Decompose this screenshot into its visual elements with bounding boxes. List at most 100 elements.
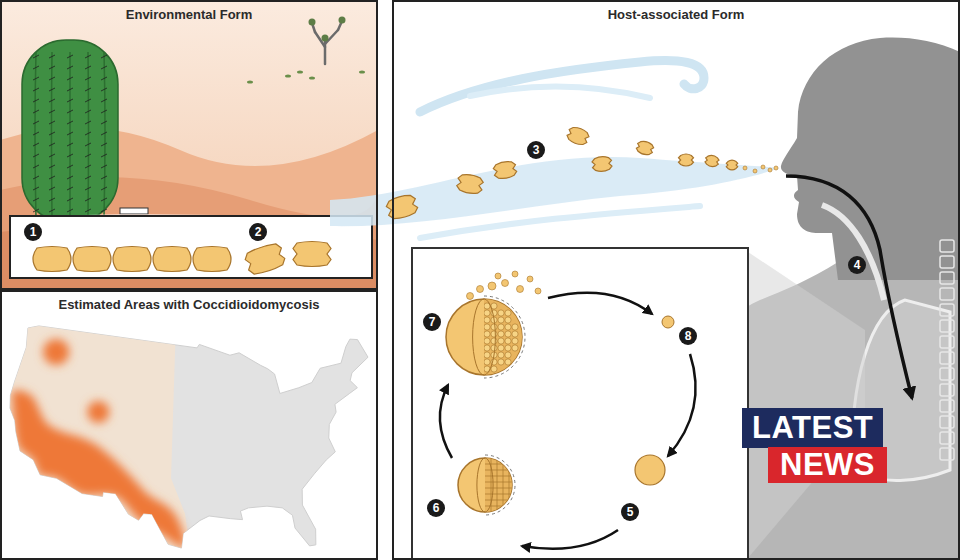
tree-tuft [309,19,316,26]
cactus-spine [49,88,55,91]
shrub [309,76,315,79]
released-endospore [502,280,509,287]
endospore [505,317,511,323]
shrub [359,70,365,73]
vertebra [940,320,954,332]
vertebra [940,432,954,444]
cactus-body [22,40,118,222]
cactus-spine [33,198,39,201]
airborne-spore [492,160,517,180]
panel-heading: Estimated Areas with Coccidioidomycosis [2,292,376,312]
trachea [822,205,884,300]
cactus-spine [67,66,73,69]
cactus-spine [101,209,107,212]
endospore [484,338,490,344]
cactus-ridge [69,52,71,218]
cactus-spine [49,55,55,58]
inset-box [412,248,748,560]
spherule-wall [458,458,512,512]
endospore [491,345,497,351]
compartment-wall [485,464,512,465]
spherule [446,296,525,378]
inset-box [10,216,372,278]
compartment-wall [485,500,512,501]
panel: Environmental Form [0,0,378,290]
compartment-wall [485,470,512,471]
airborne-spore [704,154,719,167]
panel-heading: Environmental Form [2,2,376,22]
endemic-region [12,390,186,548]
removed-half [484,296,525,378]
cactus-spine [101,132,107,135]
cactus-spine [85,165,91,168]
tree-tuft [322,35,329,42]
endospore [484,324,490,330]
sky [0,0,378,290]
cactus-spine [101,88,107,91]
cactus-ridge [87,52,89,218]
cactus-spine [101,99,107,102]
cactus-spine [85,198,91,201]
vertebra [940,256,954,268]
cactus-spine [49,77,55,80]
compartment-wall [485,482,512,483]
cactus-spine [67,143,73,146]
endemic-areas [0,313,192,560]
cactus-spine [101,187,107,190]
cactus-spine [85,187,91,190]
endospore [484,310,490,316]
cactus-spine [33,88,39,91]
endospore [484,345,490,351]
cactus-spine [101,77,107,80]
wind-swirl [420,61,704,112]
zoom-marker [120,208,148,214]
spherule-cut [484,299,522,375]
released-endospore [488,282,496,290]
cactus-spine [85,176,91,179]
endospore [505,338,511,344]
vertebra [940,288,954,300]
cactus-spine [33,66,39,69]
released-endospore [467,293,474,300]
cactus-spine [33,154,39,157]
released-endospore [477,286,484,293]
cactus-spine [85,143,91,146]
cactus-spine [85,121,91,124]
cactus-spine [49,198,55,201]
callout-number: 4 [848,256,866,274]
cactus-spine [49,66,55,69]
endospore [491,338,497,344]
cycle-arrow [440,385,452,458]
endospore [512,324,518,330]
cactus-spine [101,55,107,58]
vertebra [940,304,954,316]
compartment-wall [485,476,512,477]
cactus-spine [67,55,73,58]
cycle-arrow [548,293,652,314]
cactus-spine [33,121,39,124]
cactus-spine [33,209,39,212]
cactus-ridge [104,52,105,218]
shrub [297,70,303,73]
cactus-spine [85,154,91,157]
endospore [498,352,504,358]
orange-areas [12,339,186,548]
airborne-spore [565,125,590,147]
airborne-spore [592,156,613,172]
endospore [505,331,511,337]
shrub [247,80,253,83]
cactus-spine [49,209,55,212]
airborne-spore [385,193,419,221]
cactus-spine [49,176,55,179]
endospore [505,352,511,358]
endospore [498,310,504,316]
cactus-spine [101,66,107,69]
cactus-spine [101,198,107,201]
cactus-spine [33,55,39,58]
light-area [0,313,192,560]
cut-edge [473,299,496,375]
airborne-spore [761,165,765,169]
cactus-spine [85,77,91,80]
vertebra [940,352,954,364]
endospore [484,331,490,337]
